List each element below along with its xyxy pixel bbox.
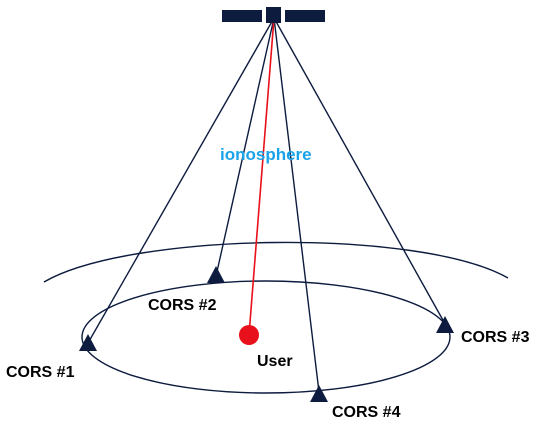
cors1-marker-icon xyxy=(79,334,97,351)
cors2-label: CORS #2 xyxy=(148,297,217,314)
signal-line-cors1 xyxy=(87,17,275,344)
cors1-label: CORS #1 xyxy=(6,364,75,381)
network-area-ellipse xyxy=(81,280,451,394)
cors4-label: CORS #4 xyxy=(332,404,401,421)
signal-line-cors2 xyxy=(215,17,275,277)
signal-line-user xyxy=(248,17,275,336)
cors4-marker-icon xyxy=(310,385,328,402)
satellite-left-panel xyxy=(222,10,262,22)
ionosphere-arc xyxy=(43,241,509,283)
cors3-label: CORS #3 xyxy=(461,329,530,346)
signal-lines xyxy=(87,17,445,393)
satellite-right-panel xyxy=(285,10,325,22)
signal-line-cors4 xyxy=(273,17,320,393)
cors2-marker-icon xyxy=(207,266,225,283)
signal-line-cors3 xyxy=(273,17,445,323)
cors3-marker-icon xyxy=(436,316,454,333)
user-dot-icon xyxy=(239,325,259,345)
satellite-icon xyxy=(222,7,325,23)
user-label: User xyxy=(257,353,293,370)
ionosphere-label: ionosphere xyxy=(220,145,312,164)
satellite-body xyxy=(266,7,281,23)
